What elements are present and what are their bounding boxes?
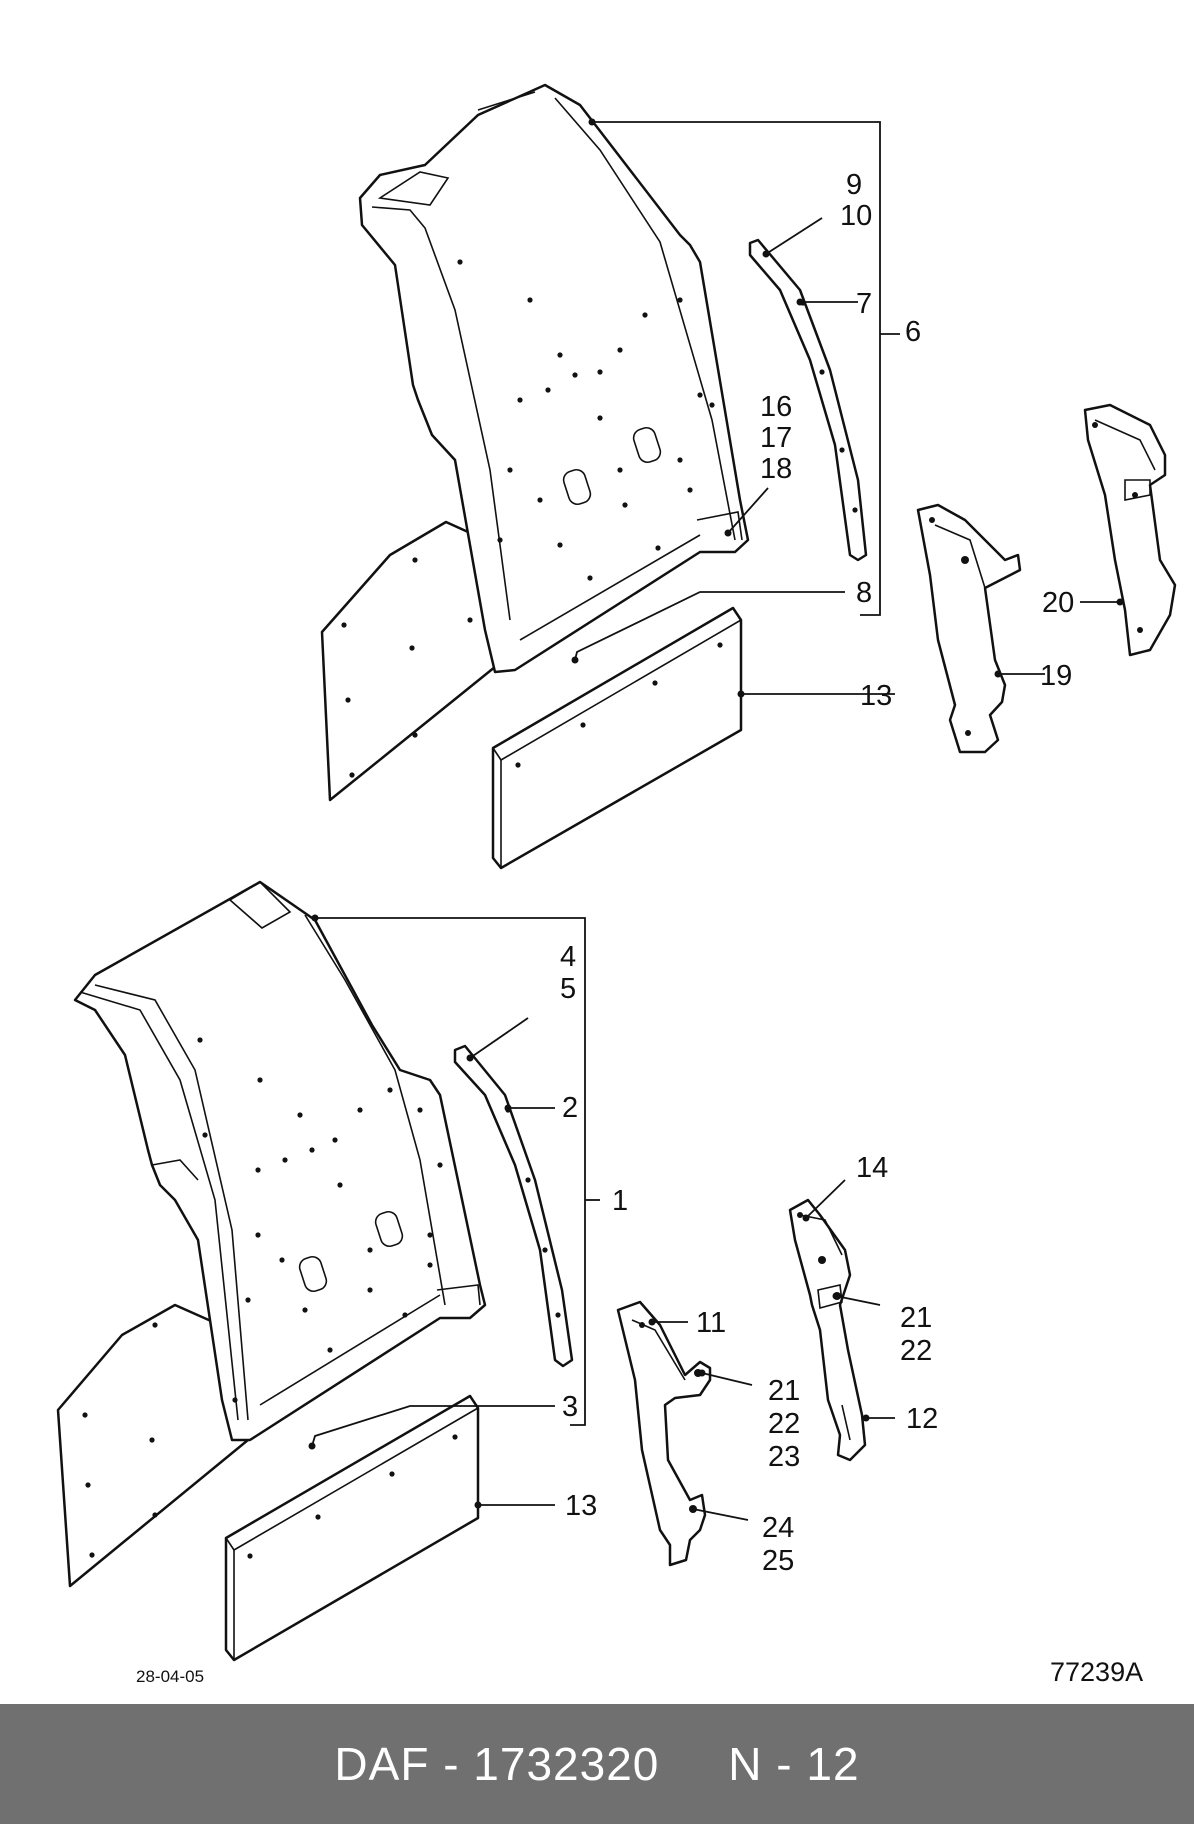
label-13-top: 13 [860,680,892,712]
label-24: 24 [762,1512,794,1544]
label-16: 16 [760,391,792,423]
bottom-bracket-12 [788,1198,867,1462]
top-fender-body [358,83,750,674]
label-12: 12 [906,1403,938,1435]
exploded-parts-diagram: 9 10 7 6 16 17 18 8 13 19 20 [56,83,1177,1687]
top-bracket-19 [916,503,1022,754]
label-10: 10 [840,200,872,232]
drawing-code: 77239A [1050,1657,1143,1687]
label-8: 8 [856,577,872,609]
label-14: 14 [856,1152,888,1184]
label-23: 23 [768,1441,800,1473]
top-mudguard-assembly: 9 10 7 6 16 17 18 8 13 19 20 [320,83,1177,870]
label-20: 20 [1042,587,1074,619]
top-edge-trim [748,238,868,562]
label-25: 25 [762,1545,794,1577]
part-number-text: DAF - 1732320 N - 12 [334,1738,860,1790]
label-1: 1 [612,1185,628,1217]
label-21-left: 21 [768,1375,800,1407]
label-9: 9 [846,169,862,201]
drawing-date: 28-04-05 [136,1667,204,1686]
label-18: 18 [760,453,792,485]
label-11: 11 [696,1307,726,1339]
label-5: 5 [560,973,576,1005]
label-17: 17 [760,422,792,454]
top-bracket-20 [1083,403,1177,657]
bottom-mudguard-assembly: 4 5 2 1 3 13 14 11 21 22 23 21 22 12 24 … [56,880,938,1662]
top-rubber-strip [491,606,743,870]
label-22-right: 22 [900,1335,932,1367]
top-rivet-holes [341,259,715,778]
label-2: 2 [562,1092,578,1124]
label-6: 6 [905,316,921,348]
bottom-rubber-strip [224,1394,480,1662]
bottom-edge-trim [453,1044,574,1368]
label-22-left: 22 [768,1408,800,1440]
bottom-rivet-holes [82,1037,443,1558]
label-13-bottom: 13 [565,1490,597,1522]
label-19: 19 [1040,660,1072,692]
label-3: 3 [562,1391,578,1423]
label-7: 7 [856,288,872,320]
bottom-bracket-11 [616,1300,712,1567]
part-number-banner: DAF - 1732320 N - 12 [0,1704,1194,1824]
label-4: 4 [560,941,576,973]
bottom-fender-body [73,880,487,1442]
label-21-right: 21 [900,1302,932,1334]
